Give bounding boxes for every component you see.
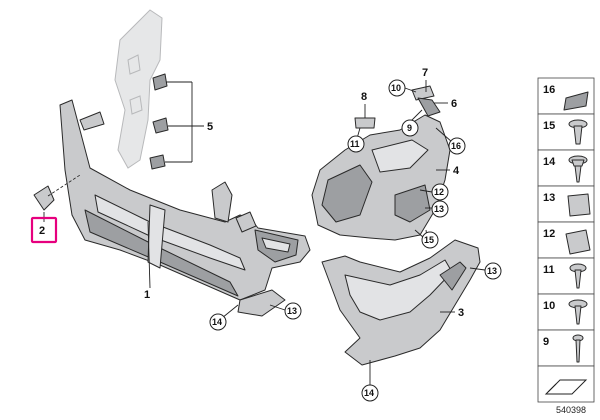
- svg-text:9: 9: [543, 336, 549, 348]
- side-carrier[interactable]: [311, 85, 451, 241]
- legend-arrow-box: [537, 365, 595, 403]
- callout-13-carrier: 13: [284, 302, 302, 320]
- svg-text:16: 16: [543, 84, 555, 96]
- svg-text:14: 14: [364, 388, 374, 398]
- bumper-trim-cover[interactable]: [321, 239, 481, 366]
- svg-text:10: 10: [543, 300, 555, 312]
- svg-text:14: 14: [212, 317, 222, 327]
- svg-text:11: 11: [543, 264, 555, 276]
- diagram-id: 540398: [556, 405, 586, 415]
- label-4: 4: [453, 165, 460, 177]
- label-1: 1: [144, 289, 150, 301]
- svg-text:13: 13: [434, 204, 444, 214]
- label-6: 6: [451, 98, 457, 110]
- screw-icon: [568, 119, 588, 145]
- clip-icon: [565, 229, 591, 255]
- callout-12: 12: [431, 183, 449, 201]
- legend-item-10[interactable]: 10: [537, 293, 595, 331]
- callout-14-trim: 14: [361, 384, 379, 402]
- svg-text:11: 11: [350, 139, 360, 149]
- lead-lines: [43, 80, 486, 386]
- svg-text:16: 16: [451, 141, 461, 151]
- svg-text:15: 15: [424, 235, 434, 245]
- callout-10: 10: [388, 79, 406, 97]
- label-3: 3: [458, 307, 464, 319]
- side-bracket-part[interactable]: [33, 185, 55, 211]
- callout-14-carrier: 14: [209, 313, 227, 331]
- callout-13-trim: 13: [484, 262, 502, 280]
- svg-text:12: 12: [543, 228, 555, 240]
- label-8: 8: [361, 91, 367, 103]
- callout-13-side: 13: [431, 200, 449, 218]
- label-5: 5: [207, 121, 213, 133]
- svg-text:14: 14: [543, 156, 556, 168]
- washer-screw-icon: [568, 299, 588, 325]
- callout-9: 9: [401, 119, 419, 137]
- svg-text:13: 13: [543, 192, 555, 204]
- legend-item-12[interactable]: 12: [537, 221, 595, 259]
- fastener-legend: 16 15 14 13: [537, 77, 595, 403]
- legend-item-15[interactable]: 15: [537, 113, 595, 151]
- svg-text:15: 15: [543, 120, 555, 132]
- svg-text:13: 13: [287, 306, 297, 316]
- svg-text:12: 12: [434, 187, 444, 197]
- legend-item-9[interactable]: 9: [537, 329, 595, 367]
- label-2-highlighted[interactable]: 2: [30, 216, 58, 244]
- label-2: 2: [39, 225, 45, 237]
- ghost-support-bracket: [114, 9, 163, 169]
- clip-nut-icon: [567, 193, 591, 217]
- bolt-icon: [572, 334, 584, 363]
- callout-15: 15: [421, 231, 439, 249]
- svg-text:10: 10: [391, 83, 401, 93]
- torx-screw-icon: [569, 263, 587, 289]
- legend-item-16[interactable]: 16: [537, 77, 595, 115]
- svg-text:9: 9: [407, 123, 412, 133]
- collar-screw-icon: [568, 155, 588, 183]
- svg-text:13: 13: [487, 266, 497, 276]
- legend-item-13[interactable]: 13: [537, 185, 595, 223]
- callout-11: 11: [347, 135, 365, 153]
- label-7: 7: [422, 67, 428, 79]
- clip-set-5: [149, 73, 169, 170]
- legend-item-11[interactable]: 11: [537, 257, 595, 295]
- bumper-carrier[interactable]: [59, 99, 311, 317]
- legend-item-14[interactable]: 14: [537, 149, 595, 187]
- callout-16: 16: [448, 137, 466, 155]
- pad-icon: [563, 91, 589, 111]
